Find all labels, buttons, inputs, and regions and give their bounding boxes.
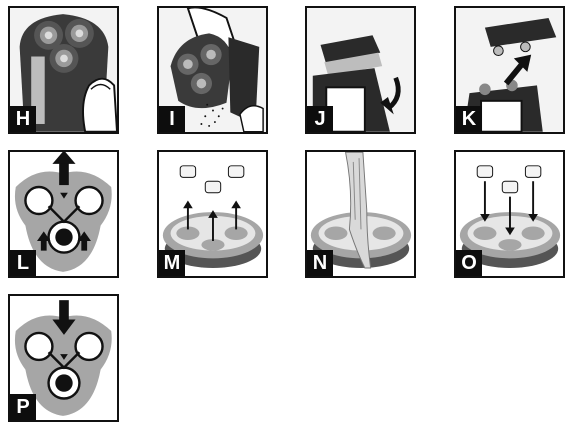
step-panel-p: P	[8, 294, 119, 422]
step-label-k: K	[456, 106, 482, 132]
step-panel-n: N	[305, 150, 416, 278]
step-label-h: H	[10, 106, 36, 132]
step-label-l: L	[10, 250, 36, 276]
step-panel-m: M	[157, 150, 268, 278]
step-panel-j: J	[305, 6, 416, 134]
step-label-m: M	[159, 250, 185, 276]
step-panel-k: K	[454, 6, 565, 134]
step-panel-l: L	[8, 150, 119, 278]
step-label-n: N	[307, 250, 333, 276]
step-panel-o: O	[454, 150, 565, 278]
step-label-p: P	[10, 394, 36, 420]
step-panel-i: I	[157, 6, 268, 134]
step-label-o: O	[456, 250, 482, 276]
step-label-i: I	[159, 106, 185, 132]
step-panel-h: H	[8, 6, 119, 134]
step-label-j: J	[307, 106, 333, 132]
